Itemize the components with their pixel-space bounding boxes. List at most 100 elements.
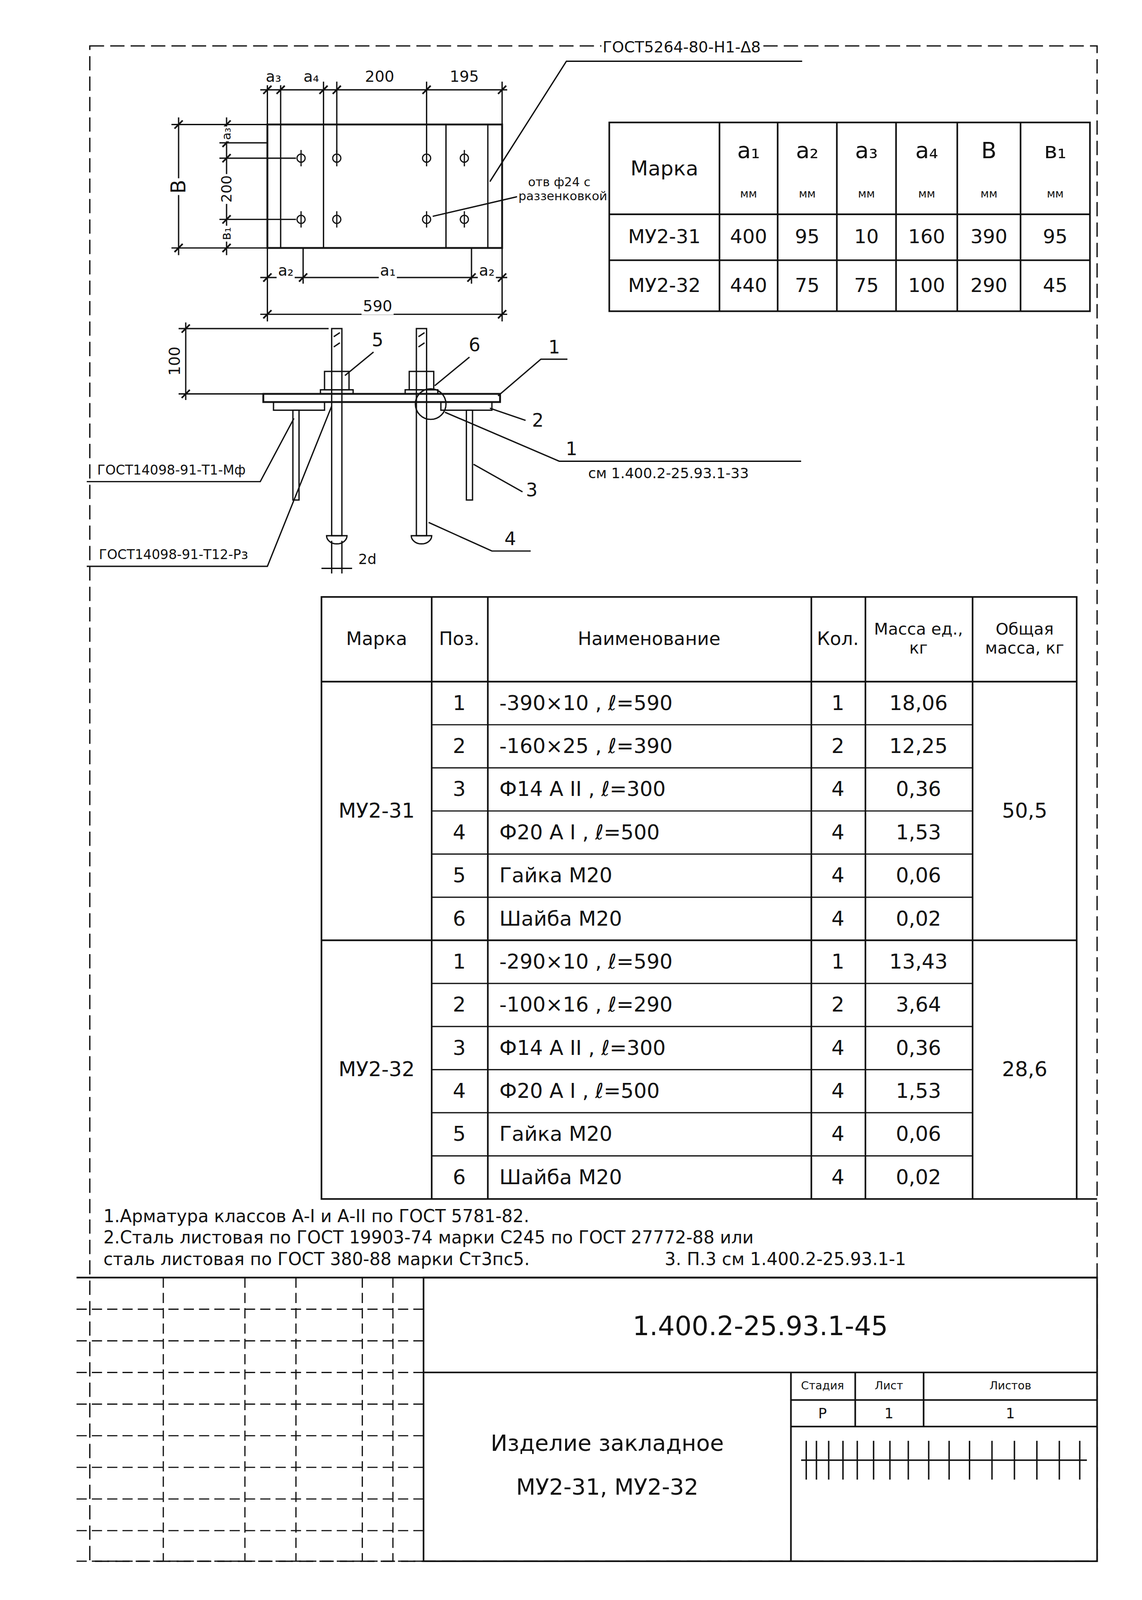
table-cell: 440 (728, 274, 769, 297)
table-cell: 3 (451, 777, 468, 802)
table-cell: 5 (451, 1122, 468, 1147)
table-cell: 6 (451, 907, 468, 931)
table-cell: Гайка М20 (498, 863, 614, 888)
unit-text: мм (856, 187, 877, 201)
table-header: Марка (344, 628, 409, 650)
stamp-hatching (801, 1441, 1087, 1481)
table-cell: 1 (830, 691, 846, 716)
table-cell: Ф14 А II , ℓ=300 (498, 777, 668, 802)
sheet-frame (89, 46, 1098, 1562)
table-cell: 12,25 (887, 734, 949, 759)
table-cell: 0,02 (894, 907, 943, 931)
table-header: a₄ (914, 138, 940, 165)
table-cell: 3 (451, 1036, 468, 1061)
note-text: сталь листовая по ГОСТ 380-88 марки Ст3п… (102, 1249, 532, 1270)
table-header: Кол. (815, 628, 860, 650)
table-cell: 1,53 (894, 821, 943, 845)
table-cell: 1 (451, 950, 468, 974)
table-cell: МУ2-32 (626, 274, 702, 297)
table-cell: 4 (830, 1079, 846, 1104)
table-cell: Ф20 А I , ℓ=500 (498, 1079, 662, 1104)
table-cell: 1,53 (894, 1079, 943, 1104)
title-text: МУ2-31, МУ2-32 (514, 1475, 700, 1501)
table-cell: Шайба М20 (498, 907, 624, 931)
dimension-text: a₃ (219, 126, 234, 142)
table-cell: 1 (830, 950, 846, 974)
callout-number: 2 (530, 410, 546, 432)
table-cell: 75 (852, 274, 881, 297)
title-field: Лист (873, 1379, 905, 1393)
table-header: Марка (628, 156, 700, 181)
note-text: 2.Сталь листовая по ГОСТ 19903-74 марки … (102, 1227, 756, 1248)
dimension-text: B (166, 178, 191, 196)
table-cell: 390 (968, 225, 1009, 248)
hole-note: отв ф24 с раззенковкой (517, 174, 602, 203)
dimension-text: 590 (361, 297, 394, 316)
table-cell: 45 (1041, 274, 1070, 297)
title-field: Стадия (799, 1379, 846, 1393)
title-field: Листов (987, 1379, 1033, 1393)
table-cell: 1 (451, 691, 468, 716)
table-cell: 0,06 (894, 863, 943, 888)
table-cell: 4 (830, 777, 846, 802)
dimension-text: a₂ (477, 261, 496, 280)
weld-note: ГОСТ5264-80-Н1-Δ8 (601, 37, 763, 56)
dimension-text: a₂ (276, 261, 295, 280)
unit-text: мм (1045, 187, 1065, 201)
title-field: Р (816, 1405, 829, 1422)
dimension-text: 195 (448, 67, 481, 86)
table-header: a₁ (736, 138, 762, 165)
table-cell: Шайба М20 (498, 1165, 624, 1190)
dimension-text: a₁ (378, 261, 397, 280)
table-cell: 100 (906, 274, 947, 297)
table-cell: 4 (830, 1122, 846, 1147)
unit-text: мм (738, 187, 759, 201)
table-cell: 2 (830, 734, 846, 759)
table-header: в₁ (1042, 138, 1068, 165)
table-cell: -160×25 , ℓ=390 (498, 734, 675, 759)
table-cell: 18,06 (887, 691, 949, 716)
table-header: a₂ (794, 138, 820, 165)
table-cell: Ф20 А I , ℓ=500 (498, 821, 662, 845)
table-cell: 400 (728, 225, 769, 248)
callout-number: 4 (503, 528, 518, 550)
callout-number: 1 (564, 438, 579, 460)
table-cell: 4 (830, 821, 846, 845)
dimension-text: 2d (357, 551, 378, 568)
callout-number: 3 (524, 479, 539, 501)
callout-number: 6 (467, 334, 482, 356)
table-cell: 4 (451, 1079, 468, 1104)
dimension-text: в₁ (218, 225, 235, 242)
unit-text: мм (797, 187, 817, 201)
table-cell: 160 (906, 225, 947, 248)
table-cell: 10 (852, 225, 881, 248)
table-cell: МУ2-31 (626, 225, 702, 248)
title-field: 1 (1004, 1405, 1017, 1422)
table-cell: 50,5 (1000, 799, 1049, 823)
table-cell: -290×10 , ℓ=590 (498, 950, 675, 974)
table-header: Поз. (437, 628, 482, 650)
table-cell: 13,43 (887, 950, 949, 974)
dimension-text: 100 (165, 345, 184, 378)
table-header: B (979, 138, 998, 165)
callout-number: 5 (370, 329, 385, 351)
standard-note: ГОСТ14098-91-Т12-Рз (97, 547, 250, 563)
table-cell: 290 (968, 274, 1009, 297)
table-cell: 4 (830, 863, 846, 888)
table-cell: -390×10 , ℓ=590 (498, 691, 675, 716)
table-header: Общая масса, кг (974, 620, 1075, 658)
dimension-text: a₃ (264, 67, 283, 86)
table-cell: МУ2-32 (337, 1057, 417, 1082)
callout-number: 1 (547, 336, 562, 358)
table-header: a₃ (853, 138, 879, 165)
dimension-text: 200 (363, 67, 396, 86)
parameter-table (609, 122, 1091, 312)
table-cell: 5 (451, 863, 468, 888)
title-field: 1 (882, 1405, 895, 1422)
table-header: Масса ед., кг (868, 620, 969, 658)
table-cell: 4 (830, 907, 846, 931)
plan-view (171, 61, 803, 322)
title-block (76, 1278, 1097, 1562)
reference-note: см 1.400.2-25.93.1-33 (586, 465, 751, 482)
